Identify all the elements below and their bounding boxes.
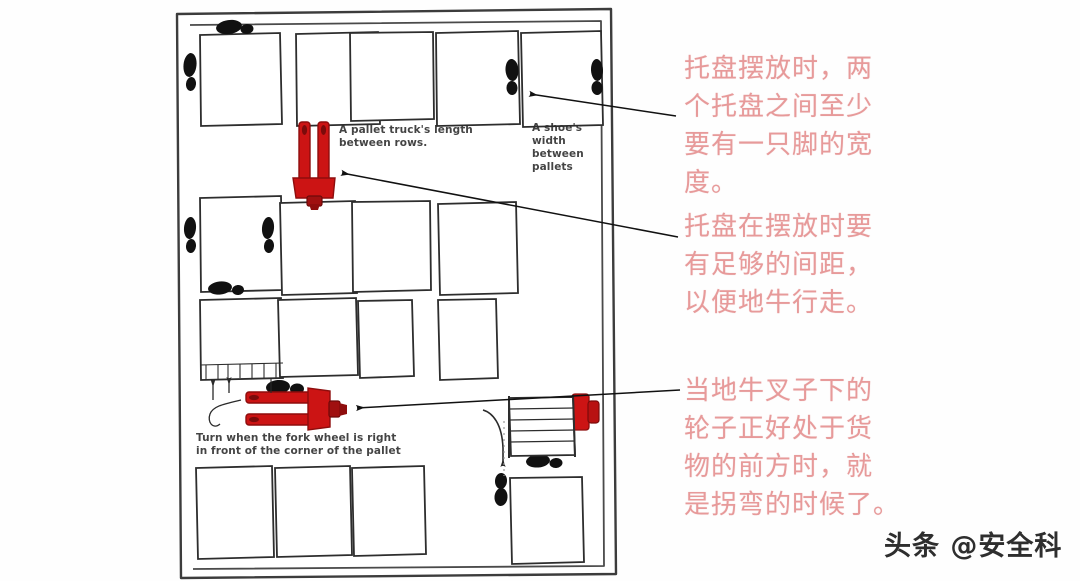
footprint-icon	[526, 454, 550, 468]
footprint-icon	[232, 284, 244, 296]
pallet	[351, 200, 432, 293]
footprint-icon	[549, 457, 563, 469]
label-pallet-truck-length: A pallet truck's length between rows.	[339, 124, 473, 149]
footprint-icon	[240, 23, 254, 35]
pallet-row-4	[195, 465, 585, 565]
pallet-row-1	[199, 30, 604, 128]
footprint-icon	[591, 81, 603, 95]
arrow-icon	[355, 389, 681, 412]
footprint-icon	[506, 81, 518, 95]
pallet	[199, 32, 283, 127]
footprint-icon	[590, 59, 604, 81]
footprint-icon	[505, 59, 519, 81]
pallet	[195, 465, 275, 560]
footprint-icon	[185, 239, 197, 253]
turn-indicator-arrows	[208, 377, 272, 427]
annotation-turning-point: 当地牛叉子下的 轮子正好处于货 物的前方时，就 是拐弯的时候了。	[684, 376, 901, 520]
pallet-row-3	[199, 297, 499, 381]
arrow-icon	[340, 169, 679, 238]
pallet	[277, 297, 359, 378]
label-turn-instruction: Turn when the fork wheel is right in fro…	[196, 432, 401, 457]
watermark: 头条 @安全科	[884, 531, 1063, 562]
pallet	[279, 200, 358, 296]
annotation-pallet-spacing-feet: 托盘摆放时，两 个托盘之间至少 要有一只脚的宽 度。	[684, 54, 874, 198]
pallet	[520, 30, 604, 128]
pallet	[437, 298, 499, 381]
footprint-icon	[494, 473, 508, 489]
curved-arrow-icon	[482, 409, 506, 476]
pallet	[274, 465, 353, 558]
pallet	[357, 299, 415, 379]
pallet-truck-icon-horizontal	[245, 387, 347, 431]
footprint-icon	[183, 217, 197, 239]
footprint-icon	[208, 281, 232, 295]
label-shoe-width: A shoe's width between pallets	[532, 122, 584, 173]
annotation-pallet-spacing-truck: 托盘在摆放时要 有足够的间距， 以便地牛行走。	[684, 212, 874, 318]
footprint-icon	[185, 77, 197, 91]
arrow-icon	[528, 90, 677, 117]
footprint-icon	[494, 488, 508, 506]
footprint-icon	[261, 217, 275, 239]
loaded-pallet	[508, 394, 576, 458]
pallet	[349, 31, 435, 122]
footprint-icon	[216, 19, 242, 35]
pallet	[199, 297, 284, 381]
pallet	[351, 465, 427, 557]
footprint-icon	[266, 379, 290, 395]
leader-arrows	[340, 90, 681, 412]
pallet	[437, 201, 519, 296]
pallet	[435, 30, 521, 127]
pallet-row-2	[199, 195, 519, 296]
warehouse-frame	[175, 7, 618, 580]
pallet	[509, 476, 585, 565]
footprint-icon	[263, 239, 275, 253]
pallet-truck-icon-vertical	[292, 121, 336, 210]
footprint-icon	[183, 53, 197, 77]
